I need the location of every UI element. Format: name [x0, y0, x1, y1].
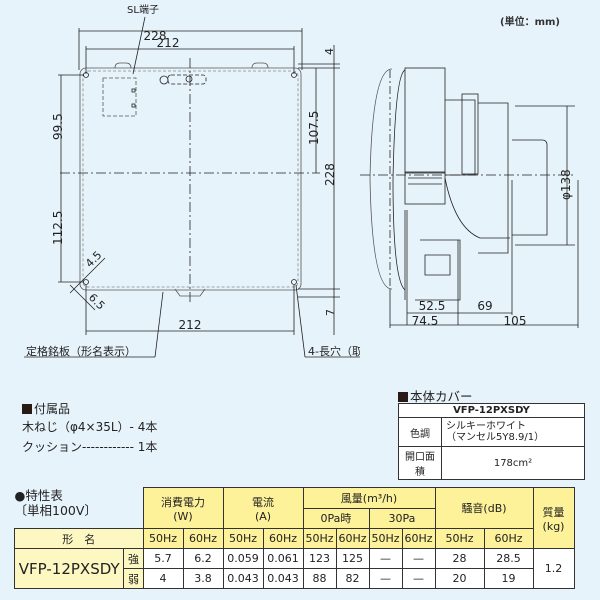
svg-text:6.5: 6.5 [86, 291, 108, 313]
svg-text:定格銘板（形名表示）: 定格銘板（形名表示） [26, 344, 136, 358]
airflow-30pa-header: 30Pa [368, 507, 436, 529]
current-header: 電流(A) [222, 487, 304, 529]
svg-text:4-長穴（取付穴）: 4-長穴（取付穴） [308, 344, 360, 358]
cover-color-value: シルキーホワイト（マンセル5Y8.9/1） [441, 417, 585, 447]
model-header: 形 名 [14, 528, 144, 549]
svg-text:φ138: φ138 [559, 169, 573, 200]
mode-weak: 弱 [123, 568, 144, 589]
noise-header: 騒音(dB) [434, 487, 534, 529]
svg-text:228: 228 [144, 29, 167, 43]
spec-title: ●特性表 〔単相100V〕 [14, 487, 97, 518]
cover-table: VFP-12PXSDY 色調 シルキーホワイト（マンセル5Y8.9/1） 開口面… [398, 403, 585, 480]
svg-text:52.5: 52.5 [419, 299, 446, 313]
svg-text:69: 69 [477, 299, 492, 313]
mass-header: 質量(kg) [532, 487, 575, 549]
svg-text:112.5: 112.5 [51, 211, 65, 245]
airflow-header: 風量(m³/h) [302, 487, 436, 509]
svg-text:SL端子: SL端子 [127, 3, 159, 16]
model-name: VFP-12PXSDY [13, 548, 125, 589]
accessory-item: クッション------------ 1本 [22, 440, 158, 454]
power-header: 消費電力(W) [142, 487, 224, 529]
front-view-drawing: 228 212 212 SL端子 99.5 112.5 107.5 228 4 … [24, 3, 360, 358]
svg-text:99.5: 99.5 [51, 113, 65, 140]
svg-text:105: 105 [504, 314, 527, 328]
side-view-drawing: φ138 52.5 69 74.5 105 [360, 67, 579, 328]
table-row: VFP-12PXSDY 強 5.7 6.2 0.059 0.061 123 12… [13, 548, 575, 589]
cover-area-value: 178cm² [441, 446, 585, 480]
airflow-0pa-header: 0Pa時 [302, 507, 370, 529]
mode-strong: 強 [123, 548, 144, 569]
cover-area-label: 開口面積 [398, 446, 442, 480]
svg-text:4: 4 [323, 48, 336, 55]
unit-label: (単位：mm) [500, 17, 560, 28]
mass-value: 1.2 [532, 548, 575, 589]
accessories-title: 付属品 [22, 400, 70, 417]
svg-text:7: 7 [324, 309, 337, 316]
accessory-item: 木ねじ（φ4×35L）- 4本 [22, 420, 158, 434]
square-bullet-icon [22, 404, 32, 414]
cover-model: VFP-12PXSDY [398, 403, 585, 418]
svg-text:107.5: 107.5 [307, 111, 321, 145]
table-row: 弱 4 3.8 0.043 0.043 88 82 — — 20 19 [15, 568, 575, 589]
spec-table: ●特性表 〔単相100V〕 消費電力(W) 電流(A) 風量(m³/h) 騒音(… [13, 487, 575, 589]
cover-color-label: 色調 [398, 417, 442, 447]
svg-text:74.5: 74.5 [412, 314, 439, 328]
square-bullet-icon [398, 392, 408, 402]
svg-text:212: 212 [157, 36, 180, 50]
cover-title: 本体カバー [398, 386, 473, 405]
svg-text:212: 212 [179, 318, 202, 332]
svg-text:228: 228 [323, 163, 337, 186]
svg-text:4.5: 4.5 [83, 249, 105, 271]
